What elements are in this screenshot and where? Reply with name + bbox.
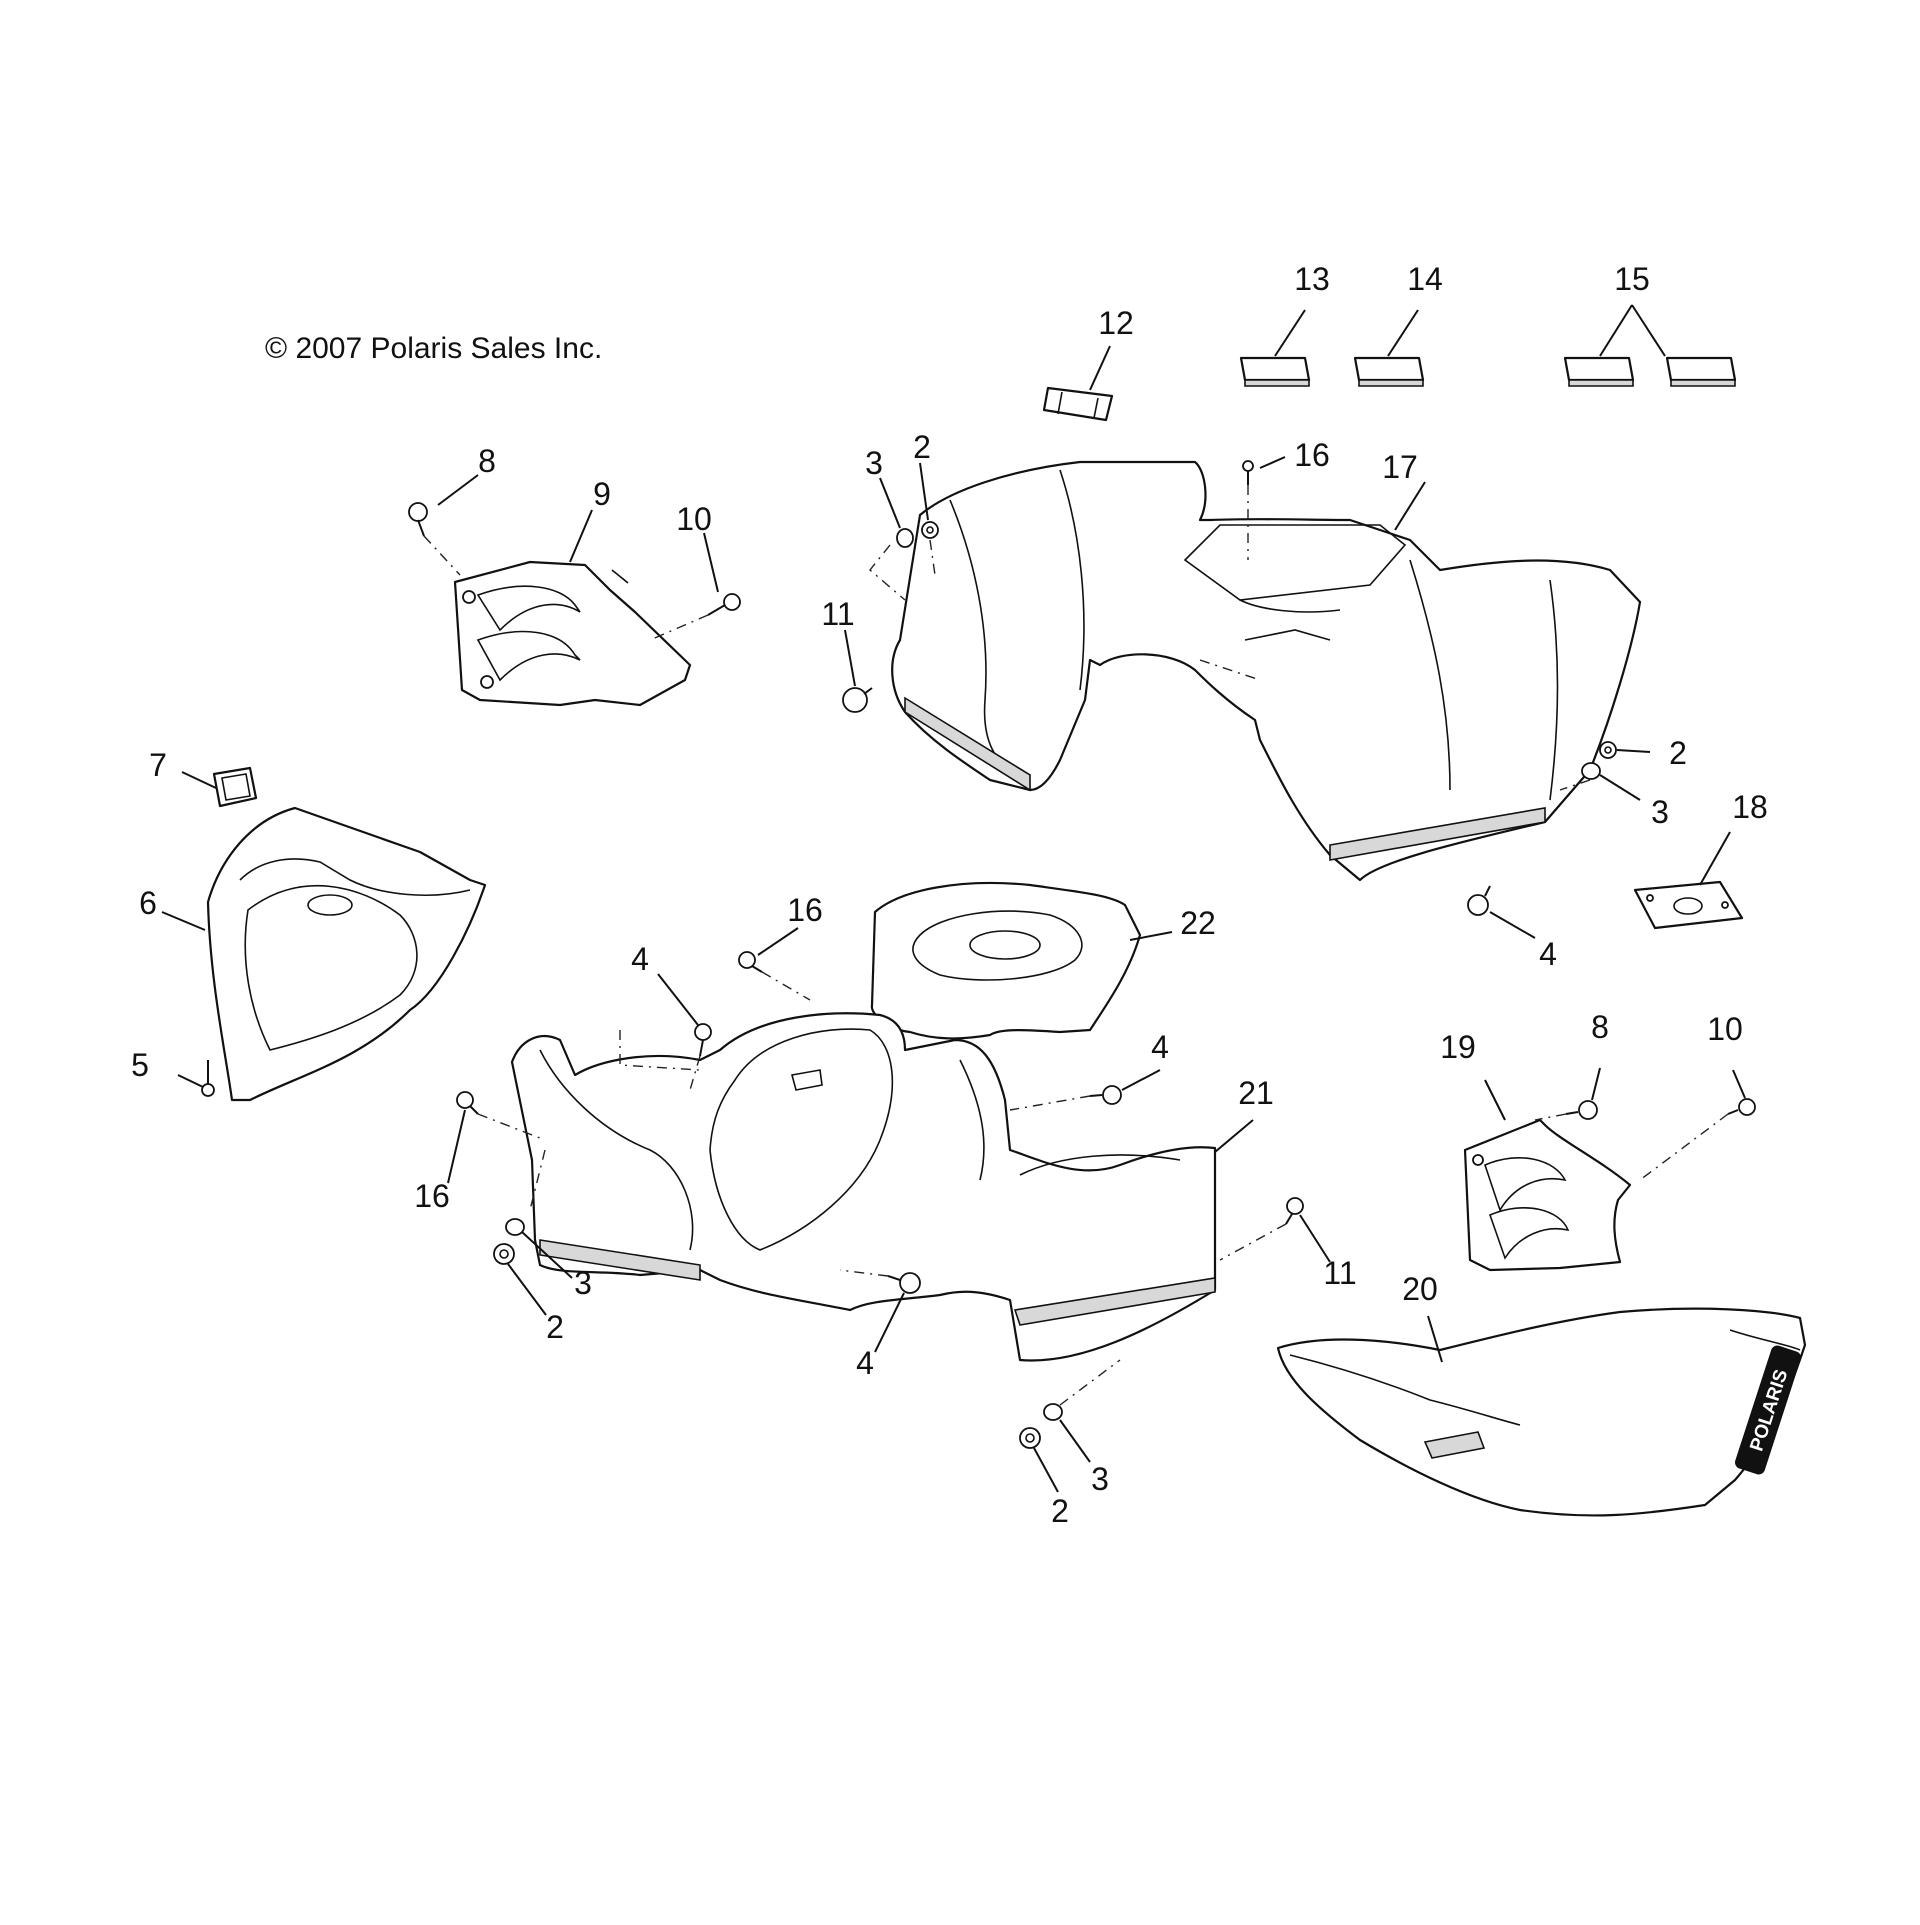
callout-16-top: 16 — [1294, 437, 1330, 473]
front-hood-6 — [206, 806, 487, 1102]
fastener-8-right — [1565, 1100, 1598, 1120]
callout-2-bottom: 2 — [1051, 1493, 1069, 1529]
bolt-16-top — [1242, 460, 1254, 485]
callout-4-mid: 4 — [631, 941, 649, 977]
callout-5: 5 — [131, 1047, 149, 1083]
callout-16-lower: 16 — [414, 1178, 450, 1214]
decal-14 — [1353, 356, 1425, 387]
callout-2-top: 2 — [913, 429, 931, 465]
callout-12: 12 — [1098, 305, 1134, 341]
callout-4-right: 4 — [1539, 936, 1557, 972]
bolt-4-mid — [694, 1023, 712, 1057]
cap-7 — [212, 766, 258, 808]
callout-9: 9 — [593, 476, 611, 512]
callout-2-lower: 2 — [546, 1309, 564, 1345]
washer-3-bottom — [1043, 1403, 1063, 1421]
fastener-8-left — [408, 502, 428, 537]
callout-3-bottom: 3 — [1091, 1461, 1109, 1497]
callout-11-top: 11 — [821, 596, 854, 632]
bolt-4-center — [1089, 1085, 1122, 1105]
callout-7: 7 — [149, 747, 167, 783]
callout-20: 20 — [1402, 1271, 1438, 1307]
callout-18: 18 — [1732, 789, 1768, 825]
bolt-4-right — [1467, 885, 1491, 916]
decal-15-right — [1665, 356, 1737, 387]
screw-10-left — [707, 593, 741, 616]
decal-15-left — [1563, 356, 1635, 387]
callout-3-top: 3 — [865, 445, 883, 481]
bolt-16-lower — [456, 1091, 479, 1115]
decal-13 — [1239, 356, 1311, 387]
callout-21: 21 — [1238, 1075, 1274, 1111]
callout-8-top: 8 — [478, 443, 496, 479]
callout-19: 19 — [1440, 1029, 1476, 1065]
callout-4-center: 4 — [1151, 1029, 1169, 1065]
callout-17: 17 — [1382, 449, 1418, 485]
leader-lines — [161, 304, 1746, 1493]
side-panel-19 — [1463, 1118, 1632, 1272]
bolt-11-lower — [1285, 1197, 1304, 1225]
callout-22: 22 — [1180, 905, 1216, 941]
seat-20: POLARIS — [1276, 1307, 1807, 1517]
callout-10-right: 10 — [1707, 1011, 1743, 1047]
callout-15: 15 — [1614, 261, 1650, 297]
washer-3-right — [1581, 762, 1601, 780]
callout-2-right: 2 — [1669, 735, 1687, 771]
washer-3-lower-left — [505, 1218, 525, 1236]
washer-3-top — [896, 528, 914, 548]
front-fender-assembly — [510, 1012, 1217, 1362]
callout-6: 6 — [139, 885, 157, 921]
callout-4-lower: 4 — [856, 1345, 874, 1381]
plate-12 — [1042, 386, 1114, 422]
nut-2-top — [921, 521, 939, 539]
screw-10-right — [1727, 1098, 1756, 1116]
bracket-18 — [1633, 880, 1744, 930]
bolt-11-top — [842, 687, 873, 713]
center-cover-22 — [870, 881, 1142, 1040]
callout-16-mid: 16 — [787, 892, 823, 928]
callout-14: 14 — [1407, 261, 1443, 297]
rear-fender-17 — [891, 460, 1642, 882]
callout-10-top: 10 — [676, 501, 712, 537]
callout-3-right: 3 — [1651, 794, 1669, 830]
nut-2-lower-left — [493, 1243, 515, 1265]
callout-3-lower: 3 — [574, 1265, 592, 1301]
callout-13: 13 — [1294, 261, 1330, 297]
side-panel-9 — [453, 560, 692, 707]
bolt-16-mid — [738, 951, 763, 973]
copyright-text: © 2007 Polaris Sales Inc. — [265, 332, 602, 365]
bolt-4-lower — [887, 1272, 921, 1294]
nut-2-right — [1599, 741, 1617, 759]
callout-11-lower: 11 — [1323, 1255, 1356, 1291]
screw-5 — [201, 1060, 215, 1097]
callout-labels: 13 14 15 12 8 9 10 3 2 16 17 11 7 6 2 3 … — [131, 261, 1768, 1529]
nut-2-bottom — [1019, 1427, 1041, 1449]
callout-8-right: 8 — [1591, 1009, 1609, 1045]
